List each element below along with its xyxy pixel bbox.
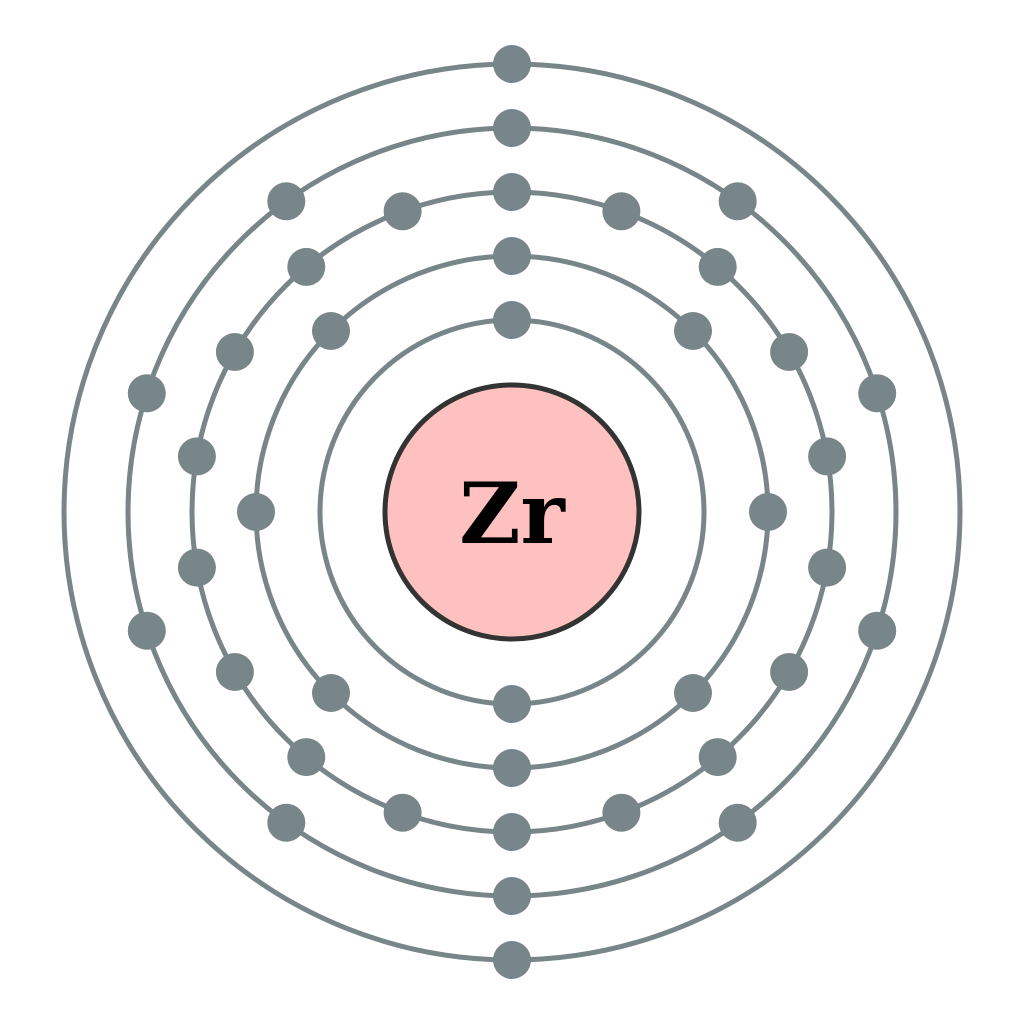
electron-shell-4	[858, 611, 897, 650]
electron-shell-2	[493, 749, 531, 787]
electron-shell-3	[215, 653, 254, 691]
electron-shell-3	[602, 192, 641, 231]
electron-shell-3	[602, 793, 641, 832]
electron-shell-2	[493, 237, 531, 275]
electron-shell-4	[493, 877, 531, 915]
electron-shell-4	[718, 803, 757, 842]
electron-shell-4	[127, 611, 166, 650]
electron-shell-3	[698, 247, 737, 286]
electron-shell-2	[674, 312, 712, 350]
electron-shell-3	[287, 738, 326, 777]
nucleus	[382, 382, 642, 642]
electron-shell-3	[493, 173, 531, 211]
electron-shell-3	[770, 333, 809, 371]
electron-shell-1	[493, 301, 531, 339]
electron-shell-4	[858, 374, 897, 413]
electron-shell-3	[177, 548, 216, 587]
electron-shell-3	[383, 793, 422, 832]
electron-shell-1	[493, 685, 531, 723]
electron-shell-3	[493, 813, 531, 851]
electron-shell-2	[674, 674, 712, 712]
electron-shell-3	[770, 653, 809, 691]
electron-shell-5	[493, 45, 531, 83]
electron-shell-5	[493, 941, 531, 979]
electron-shell-3	[808, 548, 847, 587]
electrons	[127, 45, 897, 979]
electron-shell-3	[698, 738, 737, 777]
electron-shell-3	[177, 437, 216, 476]
electron-shell-4	[267, 803, 306, 842]
electron-shell-4	[718, 182, 757, 221]
electron-shell-3	[808, 437, 847, 476]
electron-shell-4	[267, 182, 306, 221]
electron-shell-2	[237, 493, 275, 531]
electron-shell-4	[493, 109, 531, 147]
electron-shell-2	[312, 312, 350, 350]
electron-shell-2	[312, 674, 350, 712]
electron-shell-3	[287, 247, 326, 286]
element-symbol: Zr	[459, 464, 566, 563]
electron-shell-4	[127, 374, 166, 413]
electron-shell-2	[749, 493, 787, 531]
electron-shell-3	[215, 333, 254, 371]
electron-shell-3	[383, 192, 422, 231]
